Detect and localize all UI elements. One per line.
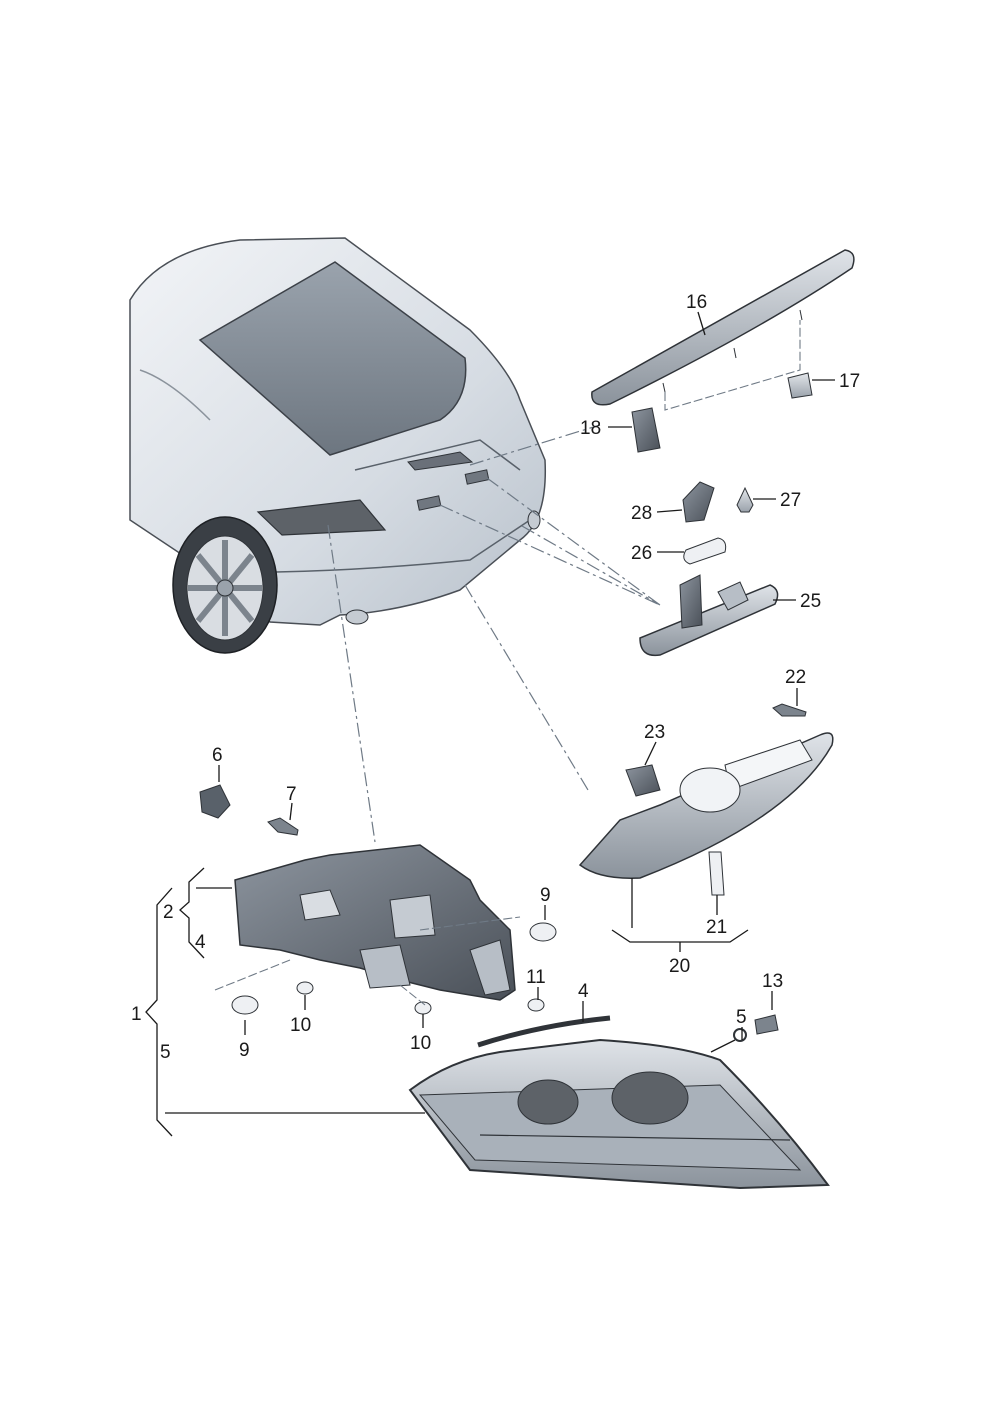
tail-light-5 [408,1038,830,1190]
holder-18 [631,407,661,453]
car-wheel [172,516,278,654]
bulbs-9-10-11 [231,922,557,1015]
callout-10-mid: 10 [410,1033,431,1054]
callout-leaders [165,311,835,1114]
cover-6 [199,784,231,819]
bulb-21 [708,851,725,896]
callout-10-left: 10 [290,1015,311,1036]
callout-28: 28 [631,503,652,524]
nut-13 [733,1014,779,1042]
callout-27: 27 [780,490,801,511]
trim-strip-16 [591,249,855,406]
callout-2: 2 [163,902,174,923]
callout-4-left: 4 [195,932,206,953]
screw-22 [772,703,807,717]
callout-4-seal: 4 [578,981,589,1002]
callout-5-right: 5 [736,1007,747,1028]
callout-6: 6 [212,745,223,766]
callout-13: 13 [762,971,783,992]
callout-20: 20 [669,956,690,977]
bulb-carrier-2 [234,844,516,1001]
callout-5-left: 5 [160,1042,171,1063]
callout-26: 26 [631,543,652,564]
clip-27 [736,486,754,513]
bulb-26 [683,537,727,565]
callout-11: 11 [526,967,546,988]
callout-9-left: 9 [239,1040,250,1061]
callout-1: 1 [131,1004,142,1025]
leader-lines [327,424,661,843]
bulb-holder-28 [682,481,715,523]
callout-22: 22 [785,667,806,688]
clip-17 [787,372,813,399]
callout-labels: 16 17 18 28 27 26 25 22 23 21 20 6 7 9 1… [131,292,860,1063]
screw-7 [267,817,299,836]
callout-17: 17 [839,371,860,392]
callout-16: 16 [686,292,707,313]
seal-4 [477,1015,611,1048]
callout-9-right: 9 [540,885,551,906]
callout-18: 18 [580,418,601,439]
callout-21: 21 [706,917,727,938]
brackets [145,867,205,1137]
callout-7: 7 [286,784,297,805]
number-plate-light-25 [639,574,779,657]
brake-light-20 [578,732,834,879]
bulb-holder-23 [625,764,661,797]
car-rear-illustration [129,237,547,654]
callout-25: 25 [800,591,821,612]
callout-23: 23 [644,722,665,743]
